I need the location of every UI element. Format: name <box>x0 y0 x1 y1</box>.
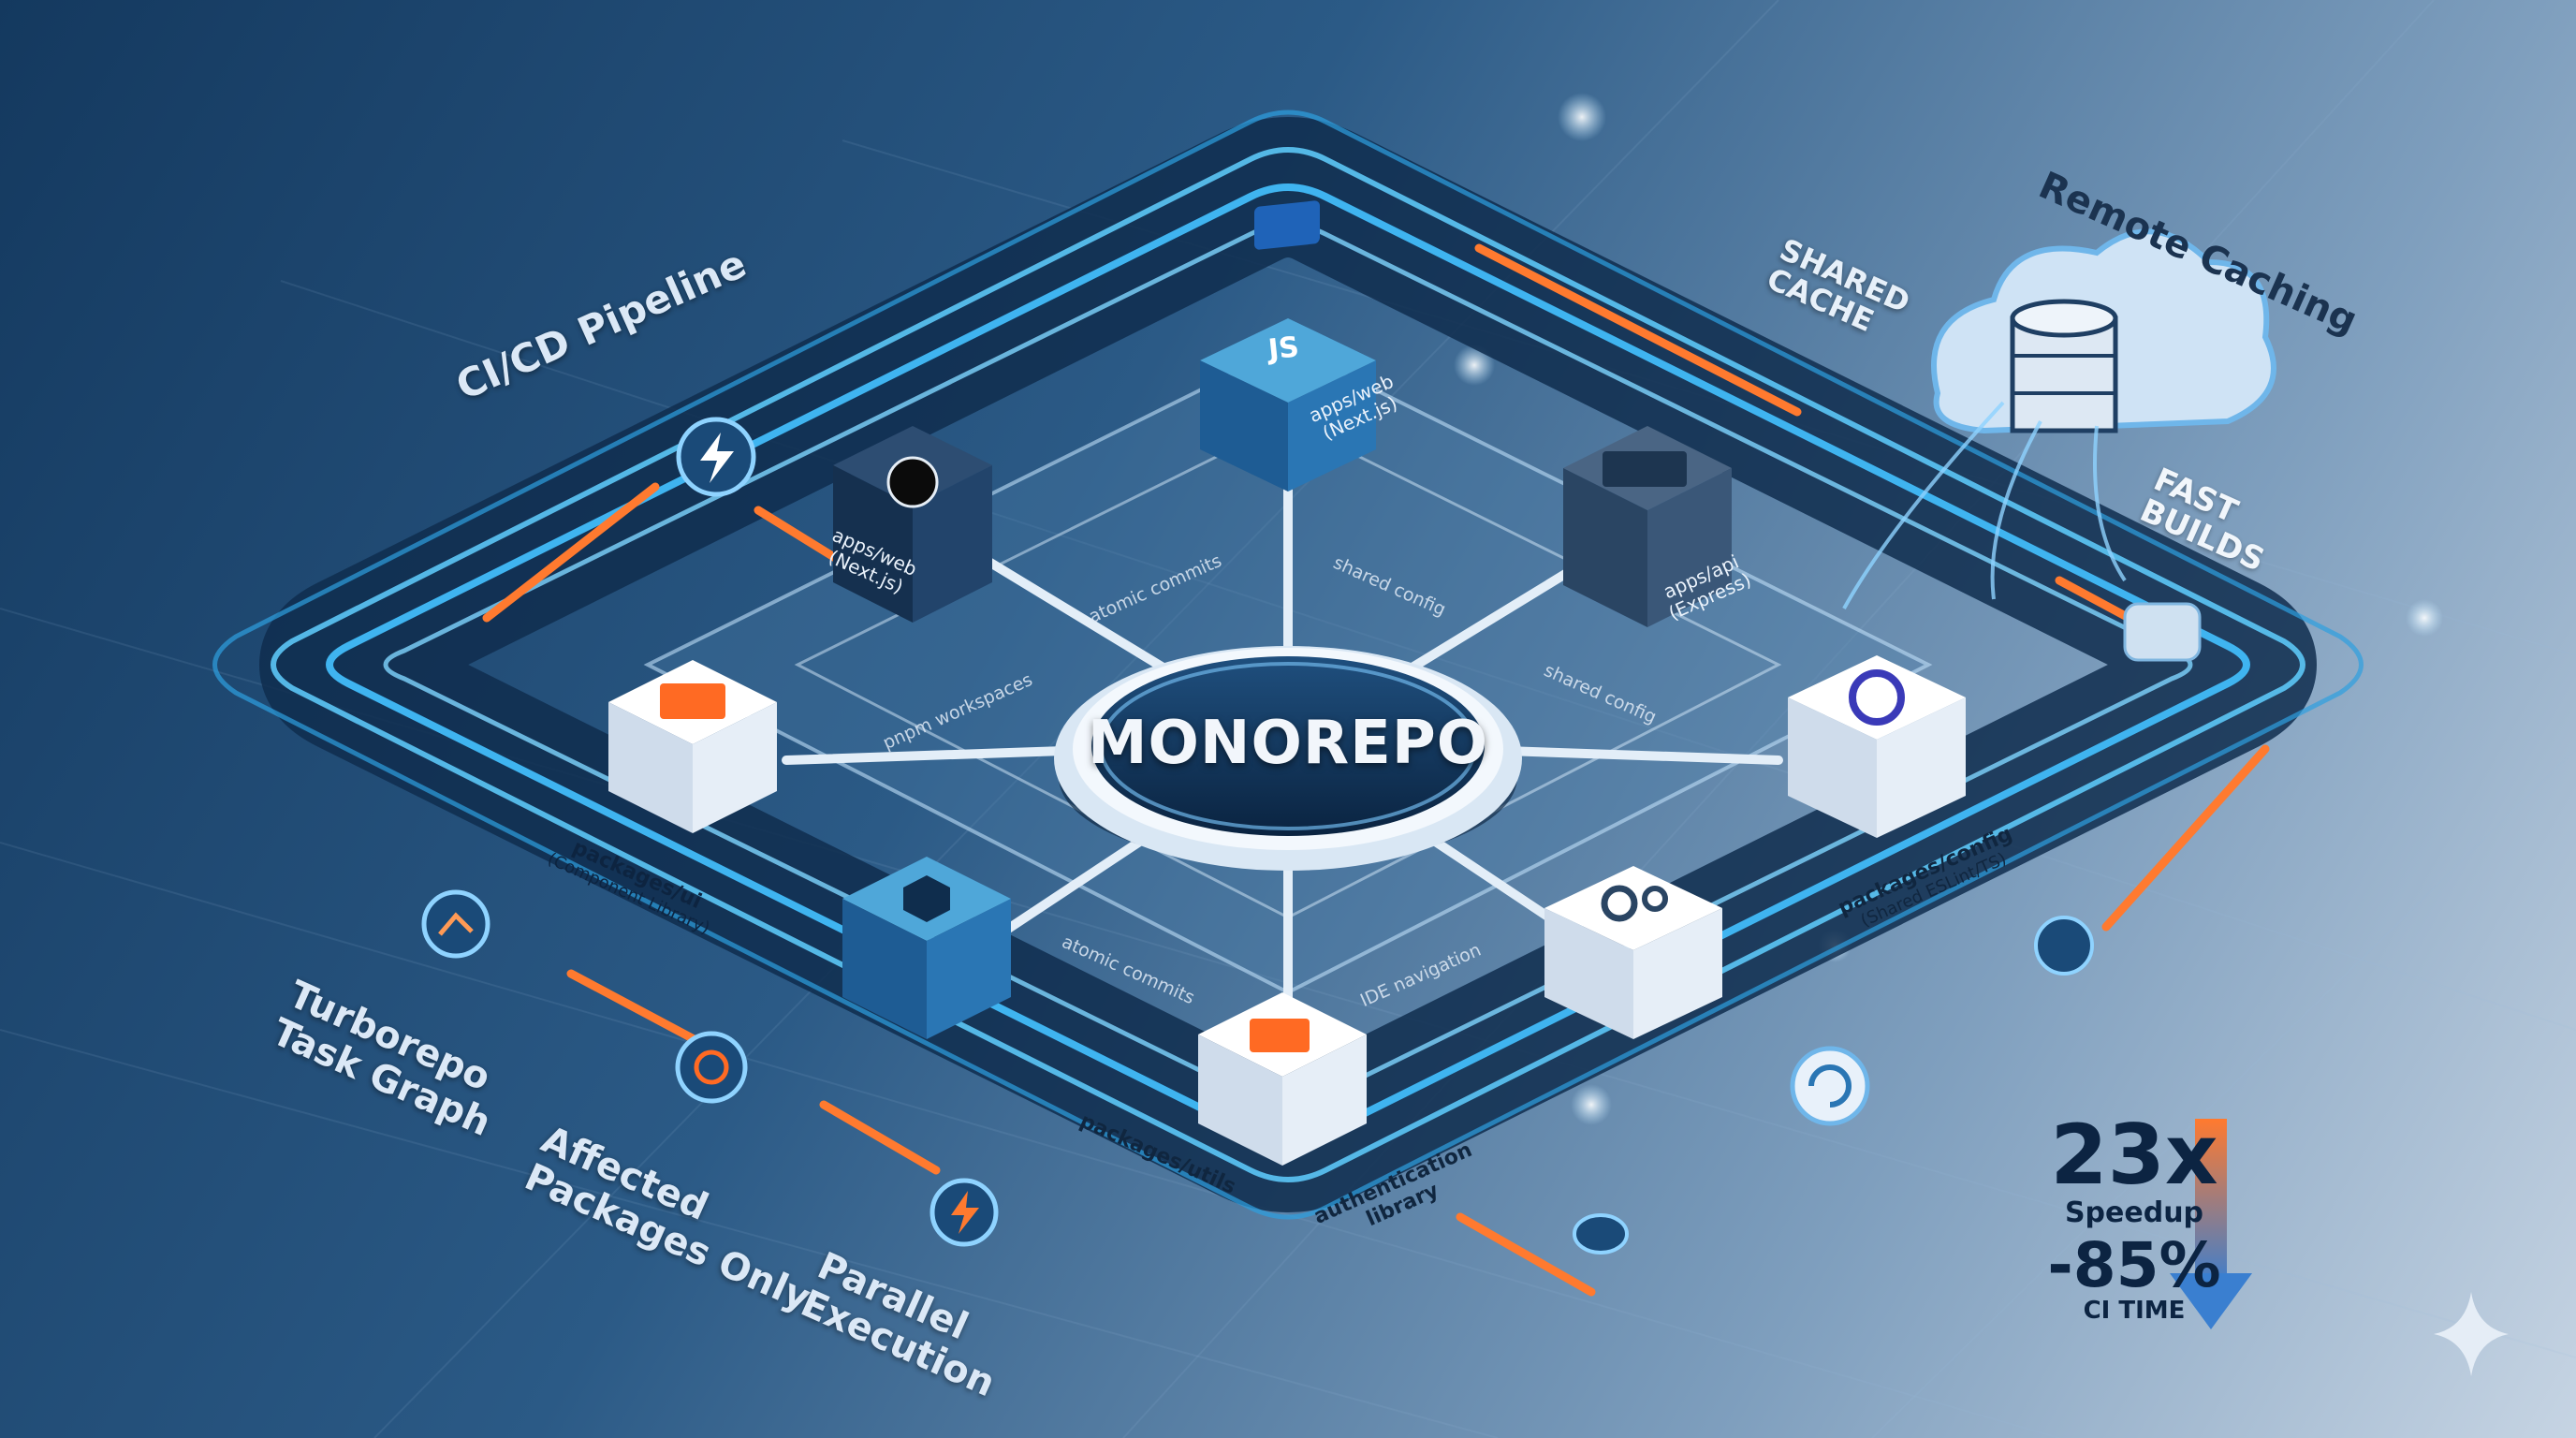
cube-apps-web-left <box>833 426 992 623</box>
utils-box-icon <box>1250 1019 1310 1052</box>
pipeline-stage-icons <box>421 417 2202 1255</box>
cube-packages-ui <box>608 660 777 833</box>
sparkles <box>1454 93 2443 1125</box>
js-glyph: JS <box>1266 330 1301 367</box>
config-hexagon-icon <box>1849 669 1905 726</box>
gear-icon-small <box>1642 886 1668 912</box>
hexagon-package-icon <box>903 875 950 922</box>
speedup-value: 23x <box>2050 1107 2218 1203</box>
speedup-label: Speedup <box>2064 1196 2204 1229</box>
affected-target-icon <box>675 1031 748 1104</box>
gear-icon <box>1601 885 1638 922</box>
cube-packages-config <box>1788 655 1966 838</box>
mini-stage-icon-right <box>2034 916 2094 976</box>
ci-time-label: CI TIME <box>2083 1297 2186 1325</box>
remote-cache-cloud <box>1842 228 2276 609</box>
ci-time-value: -85% <box>2047 1229 2221 1301</box>
component-library-icon <box>660 683 725 719</box>
nextjs-logo-icon <box>886 456 939 508</box>
cube-gears <box>1544 866 1722 1039</box>
database-icon <box>2010 299 2118 433</box>
lightning-icon <box>676 417 756 497</box>
sync-refresh-icon <box>1790 1046 1870 1126</box>
cube-apps-web-top <box>1200 200 1376 492</box>
ci-time-down-arrow <box>2170 1119 2252 1329</box>
stats-panel: 23x Speedup -85% CI TIME <box>2003 1107 2265 1326</box>
monorepo-hub <box>1054 646 1522 871</box>
cube-packages-utils <box>1198 992 1367 1166</box>
cube-shared-package <box>842 857 1011 1039</box>
hub-label: MONOREPO <box>1087 709 1489 778</box>
express-logo-icon <box>1603 451 1687 487</box>
parallel-bolt-icon <box>929 1178 999 1247</box>
cube-apps-api <box>1563 426 1732 627</box>
sparkle-star-icon <box>2434 1292 2509 1376</box>
js-logo-icon <box>1254 200 1320 250</box>
z-stage-icon <box>1573 1213 1629 1255</box>
mini-cloud-icon <box>2123 602 2202 662</box>
task-graph-icon <box>421 889 490 959</box>
